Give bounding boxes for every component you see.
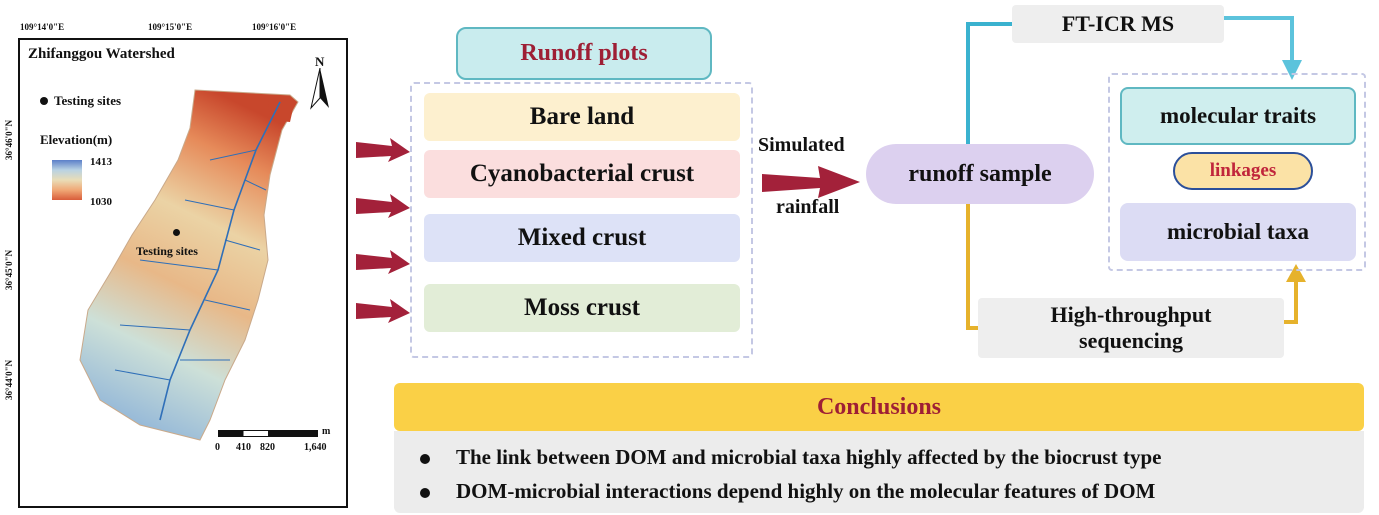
arrow-icon-3 — [356, 250, 410, 274]
hts-node: High-throughput sequencing — [978, 298, 1284, 358]
plots-frame — [410, 82, 753, 358]
conclusion-item-1: The link between DOM and microbial taxa … — [420, 445, 1161, 470]
arrow-icon-1 — [356, 138, 410, 162]
watershed-map — [18, 38, 348, 508]
conclusion-text-1: The link between DOM and microbial taxa … — [456, 445, 1162, 469]
arrow-icon-4 — [356, 299, 410, 323]
linkage-frame — [1108, 73, 1366, 271]
bullet-icon — [420, 488, 430, 499]
watershed-area — [79, 89, 299, 441]
plot-cyanobacterial-crust: Cyanobacterial crust — [424, 150, 740, 198]
runoff-sample-node: runoff sample — [866, 144, 1094, 204]
plot-moss-crust: Moss crust — [424, 284, 740, 332]
arrow-icon-2 — [356, 194, 410, 218]
north-label: N — [315, 54, 325, 69]
ftms-node: FT-ICR MS — [1012, 5, 1224, 43]
legend-elevation: Elevation(m) — [40, 132, 113, 147]
legend-testing-sites: Testing sites — [54, 93, 122, 108]
map-title: Zhifanggou Watershed — [28, 46, 175, 62]
tributaries — [114, 149, 267, 381]
simulated-label: Simulated — [758, 134, 845, 156]
testing-site-label: Testing sites — [136, 244, 198, 258]
conclusion-text-2: DOM-microbial interactions depend highly… — [456, 479, 1156, 503]
molecular-traits-node: molecular traits — [1120, 87, 1356, 145]
hts-line-1: High-throughput — [1050, 302, 1212, 327]
north-arrow-icon: N — [305, 54, 335, 114]
scale-label-1640: 1,640 — [304, 442, 327, 453]
coord-top-3: 109°16'0"E — [252, 22, 297, 32]
coord-top-2: 109°15'0"E — [148, 22, 193, 32]
coord-top-1: 109°14'0"E — [20, 22, 65, 32]
legend-dot-icon — [40, 97, 48, 105]
conclusions-body — [394, 431, 1364, 513]
scale-label-410: 410 — [236, 442, 251, 453]
microbial-taxa-node: microbial taxa — [1120, 203, 1356, 261]
rainfall-label: rainfall — [776, 196, 840, 218]
scale-bar — [218, 430, 318, 437]
map-to-plots-arrows — [356, 138, 410, 323]
hts-arrow-head-icon — [1286, 264, 1306, 282]
line-ftms-to-traits — [1224, 16, 1294, 70]
linkages-node: linkages — [1173, 152, 1313, 190]
elevation-colorbar — [52, 160, 82, 200]
scale-unit: m — [322, 426, 331, 437]
conclusions-title: Conclusions — [394, 383, 1364, 431]
testing-site-marker — [173, 229, 180, 236]
rainfall-arrow-icon — [762, 166, 860, 198]
ftms-arrow-head-icon — [1282, 60, 1302, 80]
runoff-plots-title: Runoff plots — [456, 27, 712, 80]
line-to-ftms — [966, 22, 1012, 144]
bullet-icon — [420, 454, 430, 465]
conclusion-item-2: DOM-microbial interactions depend highly… — [420, 479, 1155, 504]
plot-mixed-crust: Mixed crust — [424, 214, 740, 262]
watershed-shape — [79, 89, 299, 441]
scale-label-820: 820 — [260, 442, 275, 453]
line-to-hts — [966, 204, 978, 330]
hts-line-2: sequencing — [1079, 328, 1183, 353]
plot-bare-land: Bare land — [424, 93, 740, 141]
scale-label-0: 0 — [215, 442, 220, 453]
elevation-max: 1413 — [90, 156, 112, 168]
line-hts-to-taxa — [1284, 275, 1298, 324]
elevation-min: 1030 — [90, 196, 112, 208]
